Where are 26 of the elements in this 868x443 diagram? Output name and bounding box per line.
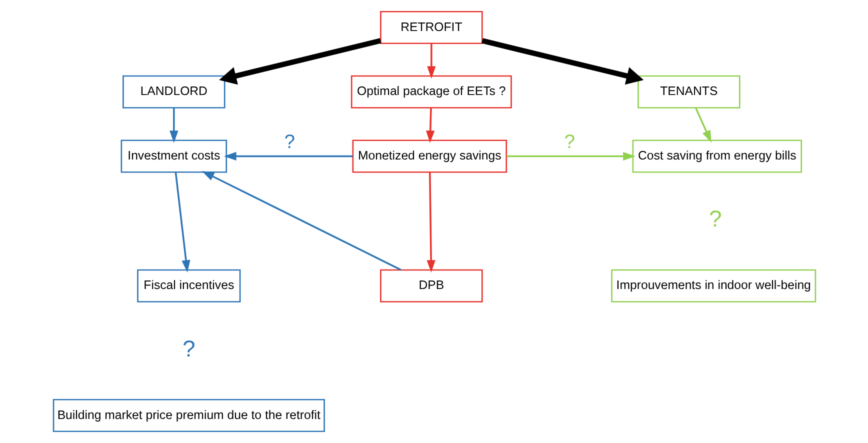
arrow	[218, 38, 381, 85]
node-box: Investment costs	[120, 140, 227, 173]
label: ?	[708, 206, 722, 232]
node-box: Fiscal incentives	[136, 269, 240, 302]
arrow	[201, 170, 401, 271]
arrow	[426, 172, 435, 273]
node-box: Cost saving from energy bills	[632, 140, 802, 173]
node-box: TENANTS	[637, 75, 740, 108]
arrow	[426, 108, 434, 144]
node-box: Monetized energy savings	[352, 140, 507, 173]
arrow	[169, 108, 178, 144]
arrow	[223, 152, 352, 161]
node-box: Improuvements in indoor well-being	[610, 269, 816, 302]
node-box: RETROFIT	[380, 10, 482, 44]
label: ?	[182, 335, 195, 362]
arrow	[506, 152, 635, 161]
node-box: Building market price premium due to the retrofit	[52, 398, 324, 432]
arrow	[694, 108, 711, 143]
node-box: DPB	[380, 269, 482, 302]
edge-label: ?	[564, 130, 575, 153]
edge-label: ?	[284, 130, 295, 153]
arrow	[426, 44, 436, 79]
arrow	[481, 38, 644, 85]
node-box: Optimal package of EETs ?	[350, 75, 512, 108]
node-box: LANDLORD	[122, 75, 225, 108]
arrow	[174, 172, 190, 272]
